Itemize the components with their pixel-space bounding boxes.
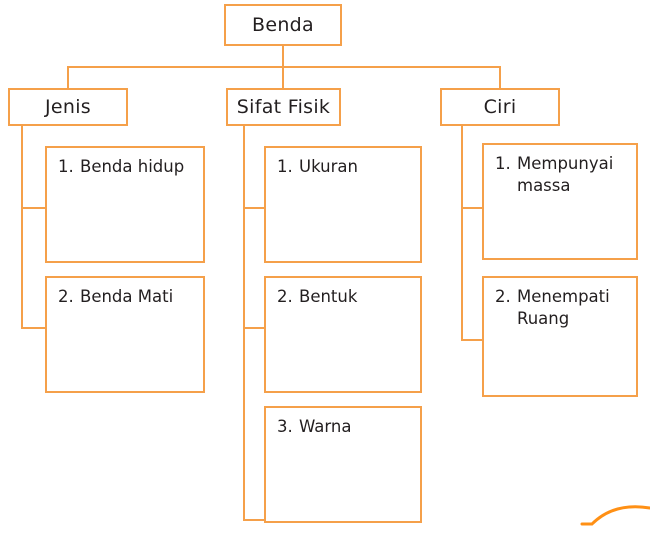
node-root-label: Benda xyxy=(252,14,314,36)
node-root[interactable]: Benda xyxy=(224,4,342,46)
leaf-sifat-1-text-wrap: 1. Ukuran xyxy=(277,156,412,178)
node-branch-ciri-label: Ciri xyxy=(483,96,517,118)
leaf-jenis-2-label: Benda Mati xyxy=(80,287,174,306)
leaf-ciri-2-label: Menempati Ruang xyxy=(517,287,610,328)
node-branch-ciri[interactable]: Ciri xyxy=(440,88,560,126)
connector-bus xyxy=(67,66,501,68)
leaf-ciri-2[interactable]: 2. Menempati Ruang xyxy=(482,276,638,397)
leaf-sifat-2-label: Bentuk xyxy=(299,287,358,306)
leaf-jenis-2-text-wrap: 2. Benda Mati xyxy=(58,286,195,308)
leaf-jenis-1-text-wrap: 1. Benda hidup xyxy=(58,156,195,178)
leaf-jenis-1[interactable]: 1. Benda hidup xyxy=(45,146,205,263)
leaf-jenis-2[interactable]: 2. Benda Mati xyxy=(45,276,205,393)
connector-stub-jenis-1 xyxy=(21,207,47,209)
connector-spine-jenis xyxy=(21,126,23,329)
leaf-sifat-1-number: 1. xyxy=(277,157,293,176)
node-branch-jenis-label: Jenis xyxy=(44,96,91,118)
leaf-jenis-2-number: 2. xyxy=(58,287,74,306)
leaf-sifat-1-label: Ukuran xyxy=(299,157,358,176)
leaf-ciri-1-label: Mempunyai massa xyxy=(517,154,614,195)
connector-stub-ciri-2 xyxy=(461,339,484,341)
leaf-jenis-1-label: Benda hidup xyxy=(80,157,185,176)
leaf-ciri-2-text-wrap: 2. Menempati Ruang xyxy=(495,286,628,330)
connector-stub-sifat-2 xyxy=(243,327,266,329)
node-branch-sifat-fisik-label: Sifat Fisik xyxy=(236,96,331,118)
leaf-sifat-3-text-wrap: 3. Warna xyxy=(277,416,412,438)
leaf-sifat-3-number: 3. xyxy=(277,417,293,436)
node-branch-sifat-fisik[interactable]: Sifat Fisik xyxy=(226,88,341,126)
connector-bus-drop-left xyxy=(67,66,69,88)
corner-swoosh-icon xyxy=(580,505,650,526)
leaf-ciri-1-number: 1. xyxy=(495,154,511,173)
connector-spine-ciri xyxy=(461,126,463,341)
leaf-sifat-2-text-wrap: 2. Bentuk xyxy=(277,286,412,308)
connector-stub-ciri-1 xyxy=(461,207,484,209)
leaf-sifat-3-label: Warna xyxy=(299,417,352,436)
leaf-sifat-3[interactable]: 3. Warna xyxy=(264,406,422,523)
connector-bus-drop-right xyxy=(499,66,501,88)
connector-stub-sifat-3 xyxy=(243,519,266,521)
leaf-ciri-1-text-wrap: 1. Mempunyai massa xyxy=(495,153,628,197)
leaf-ciri-2-number: 2. xyxy=(495,287,511,306)
leaf-sifat-2[interactable]: 2. Bentuk xyxy=(264,276,422,393)
connector-stub-sifat-1 xyxy=(243,207,266,209)
leaf-sifat-2-number: 2. xyxy=(277,287,293,306)
node-branch-jenis[interactable]: Jenis xyxy=(8,88,128,126)
connector-spine-sifat-fisik xyxy=(243,126,245,521)
leaf-ciri-1[interactable]: 1. Mempunyai massa xyxy=(482,143,638,260)
connector-stub-jenis-2 xyxy=(21,327,47,329)
leaf-jenis-1-number: 1. xyxy=(58,157,74,176)
leaf-sifat-1[interactable]: 1. Ukuran xyxy=(264,146,422,263)
